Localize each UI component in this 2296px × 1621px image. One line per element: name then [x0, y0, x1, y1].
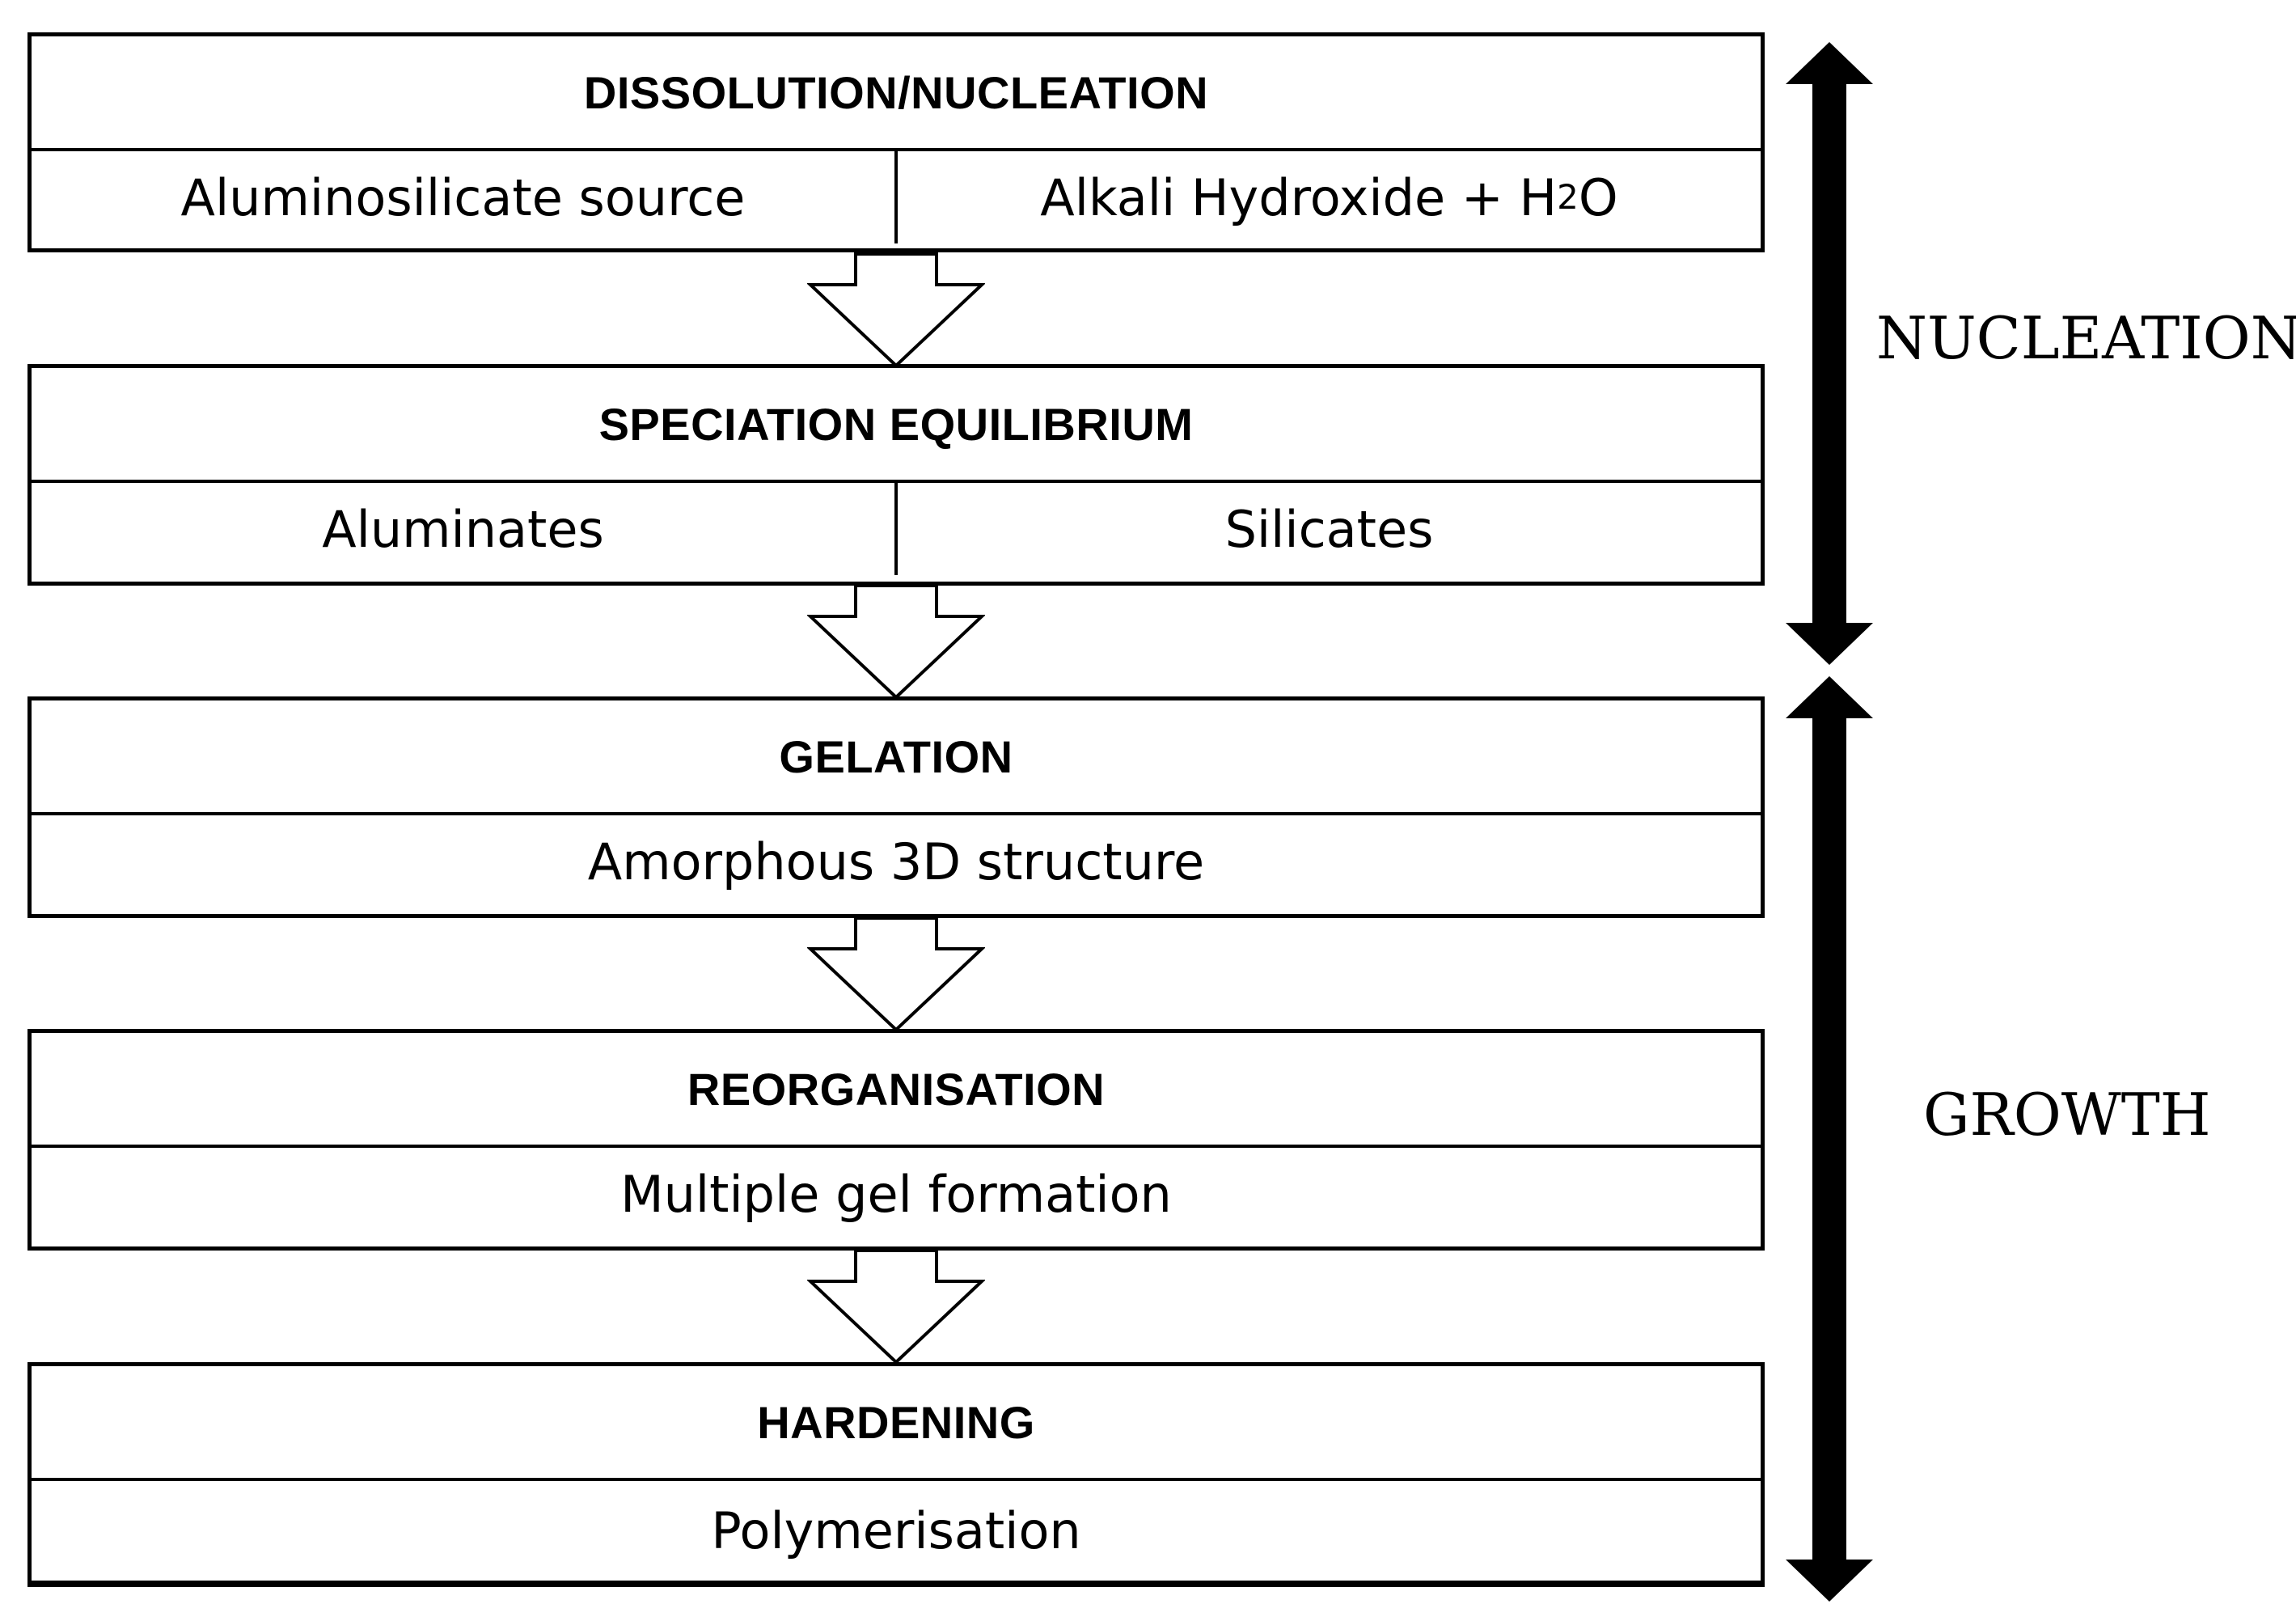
stage-reorganisation: REORGANISATION Multiple gel formation: [27, 1029, 1765, 1251]
stage-gelation: GELATION Amorphous 3D structure: [27, 696, 1765, 918]
stage-speciation-equilibrium: SPECIATION EQUILIBRIUM Aluminates Silica…: [27, 364, 1765, 586]
down-arrow-icon: [807, 584, 985, 700]
stage-cell-amorphous-structure: Amorphous 3D structure: [587, 832, 1205, 891]
stage-cell-aluminosilicate-source: Aluminosilicate source: [180, 167, 746, 227]
down-arrow-icon: [807, 252, 985, 368]
stage-title: SPECIATION EQUILIBRIUM: [32, 368, 1761, 483]
stage-cell-polymerisation: Polymerisation: [711, 1500, 1081, 1560]
stage-title: REORGANISATION: [32, 1033, 1761, 1148]
stage-dissolution-nucleation: DISSOLUTION/NUCLEATION Aluminosilicate s…: [27, 32, 1765, 252]
stage-row: Polymerisation: [32, 1481, 1761, 1580]
nucleation-double-arrow-icon: [1786, 42, 1873, 665]
down-arrow-icon: [807, 916, 985, 1032]
formula-text-end: O: [1578, 167, 1618, 227]
stage-title: DISSOLUTION/NUCLEATION: [32, 36, 1761, 151]
stage-title: GELATION: [32, 700, 1761, 815]
nucleation-phase-label: NUCLEATION: [1876, 304, 2296, 372]
stage-cell-aluminates: Aluminates: [322, 499, 604, 559]
formula-text: Alkali Hydroxide + H: [1040, 167, 1558, 227]
growth-double-arrow-icon: [1786, 676, 1873, 1602]
stage-cell-multiple-gel-formation: Multiple gel formation: [620, 1164, 1172, 1224]
down-arrow-icon: [807, 1249, 985, 1365]
stage-title: HARDENING: [32, 1366, 1761, 1481]
stage-row: Multiple gel formation: [32, 1148, 1761, 1240]
stage-row: Aluminosilicate source Alkali Hydroxide …: [32, 151, 1761, 243]
growth-phase-label: GROWTH: [1923, 1081, 2211, 1149]
stage-cell-silicates: Silicates: [894, 483, 1761, 575]
stage-row: Aluminates Silicates: [32, 483, 1761, 575]
stage-row: Amorphous 3D structure: [32, 815, 1761, 908]
stage-hardening: HARDENING Polymerisation: [27, 1362, 1765, 1587]
